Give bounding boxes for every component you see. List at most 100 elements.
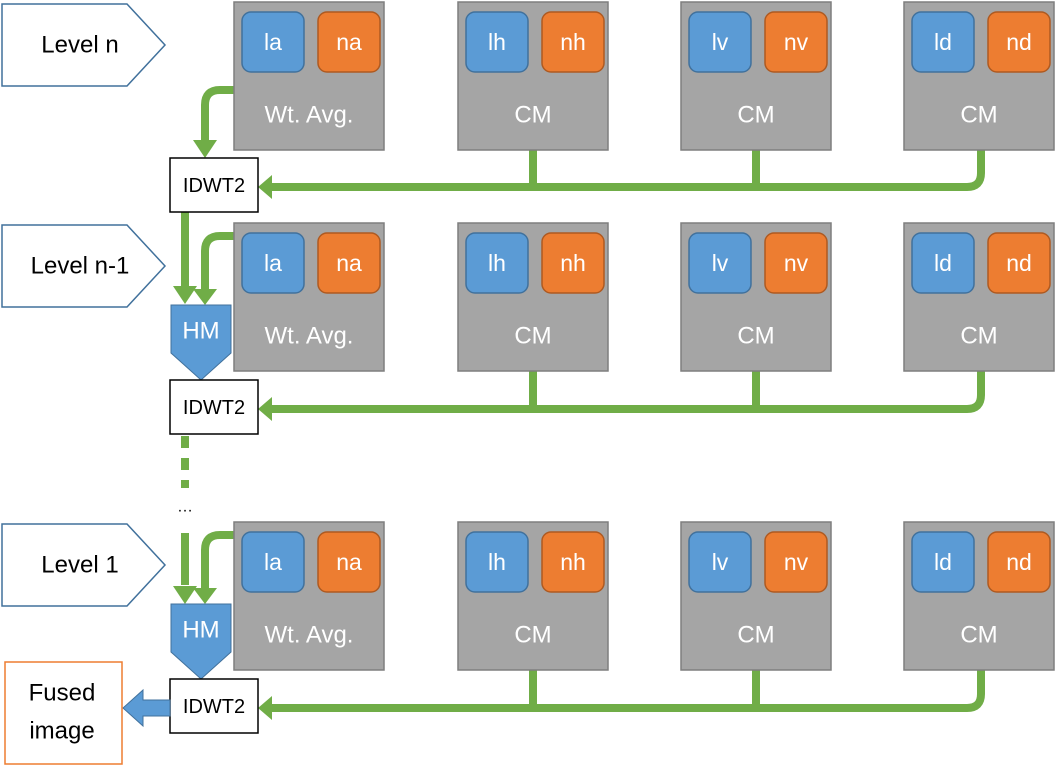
idwt2-box	[169, 678, 259, 734]
input-a-chip-label: la	[264, 29, 282, 55]
input-b-chip-label: nh	[560, 250, 586, 276]
input-a-chip-label: la	[264, 250, 282, 276]
fusion-rule-label: CM	[514, 102, 551, 129]
fused-line-2: image	[29, 718, 94, 745]
approx-arrowhead	[193, 140, 217, 158]
fusion-rule-label: CM	[960, 102, 997, 129]
input-b-chip	[987, 11, 1051, 73]
input-a-chip-label: ld	[934, 549, 952, 575]
idwt2-block: IDWT2	[169, 379, 259, 435]
hm-label: HM	[182, 617, 219, 644]
input-a-chip	[241, 11, 305, 73]
wire-layer	[173, 86, 985, 720]
detail-bus-arrowhead	[258, 175, 272, 199]
idwt2-block: IDWT2	[169, 157, 259, 213]
fused-line-1: Fused	[29, 680, 96, 707]
hm-label: HM	[182, 318, 219, 345]
detail-bus-wire	[270, 371, 985, 413]
input-a-chip	[241, 232, 305, 294]
input-b-chip	[317, 531, 381, 593]
fusion-rule-label: Wt. Avg.	[265, 622, 354, 649]
level-label: Level 1	[41, 552, 118, 579]
input-a-chip-label: lh	[488, 549, 506, 575]
input-b-chip-label: nv	[784, 549, 809, 575]
input-b-chip-label: na	[336, 549, 362, 575]
approx-wire	[201, 232, 234, 291]
input-b-chip-label: nv	[784, 29, 809, 55]
input-a-chip	[688, 531, 752, 593]
input-a-chip-label: ld	[934, 250, 952, 276]
input-a-chip	[465, 11, 529, 73]
input-b-chip	[764, 531, 828, 593]
approx-arrowhead	[193, 588, 217, 604]
input-b-chip	[317, 232, 381, 294]
reconstruction-arrowhead	[173, 286, 197, 304]
input-a-chip	[241, 531, 305, 593]
input-a-chip	[465, 531, 529, 593]
input-b-chip-label: nh	[560, 549, 586, 575]
hm-block: HM	[170, 304, 232, 381]
input-a-chip-label: lv	[712, 29, 729, 55]
idwt2-box	[169, 157, 259, 213]
output-arrow	[122, 688, 171, 728]
input-b-chip-label: na	[336, 29, 362, 55]
ellipsis: …	[177, 499, 193, 516]
level-label: Level n-1	[31, 253, 130, 280]
level-label: Level n	[41, 32, 118, 59]
fusion-rule-label: CM	[737, 323, 774, 350]
idwt2-label: IDWT2	[183, 696, 245, 718]
fusion-rule-label: Wt. Avg.	[265, 102, 354, 129]
input-a-chip	[688, 232, 752, 294]
input-b-chip-label: na	[336, 250, 362, 276]
input-a-chip-label: lh	[488, 29, 506, 55]
fused-image-border	[4, 661, 123, 765]
fusion-rule-label: CM	[514, 622, 551, 649]
fused-image-box: Fused image	[4, 661, 123, 765]
input-b-chip	[541, 531, 605, 593]
input-b-chip-label: nv	[784, 250, 809, 276]
input-a-chip-label: ld	[934, 29, 952, 55]
input-b-chip	[541, 232, 605, 294]
level-label-arrow	[1, 523, 167, 607]
hm-shape	[170, 603, 232, 680]
input-b-chip-label: nd	[1006, 549, 1032, 575]
idwt2-block: IDWT2	[169, 678, 259, 734]
input-b-chip	[541, 11, 605, 73]
idwt2-label: IDWT2	[183, 175, 245, 197]
input-b-chip	[764, 232, 828, 294]
input-a-chip	[911, 232, 975, 294]
reconstruction-arrowhead	[173, 586, 197, 604]
input-b-chip	[764, 11, 828, 73]
level-label-arrow	[1, 3, 167, 87]
fusion-rule-label: Wt. Avg.	[265, 323, 354, 350]
hm-block: HM	[170, 603, 232, 680]
detail-bus-arrowhead	[258, 696, 272, 720]
input-a-chip-label: la	[264, 549, 282, 575]
detail-bus-wire	[270, 150, 985, 191]
approx-arrowhead	[193, 289, 217, 305]
fusion-rule-label: CM	[737, 102, 774, 129]
fusion-rule-label: CM	[960, 622, 997, 649]
detail-bus-wire	[270, 670, 985, 712]
detail-bus-arrowhead	[258, 397, 272, 421]
input-a-chip	[465, 232, 529, 294]
input-b-chip-label: nh	[560, 29, 586, 55]
hm-shape	[170, 304, 232, 381]
input-b-chip	[987, 232, 1051, 294]
input-a-chip	[911, 531, 975, 593]
